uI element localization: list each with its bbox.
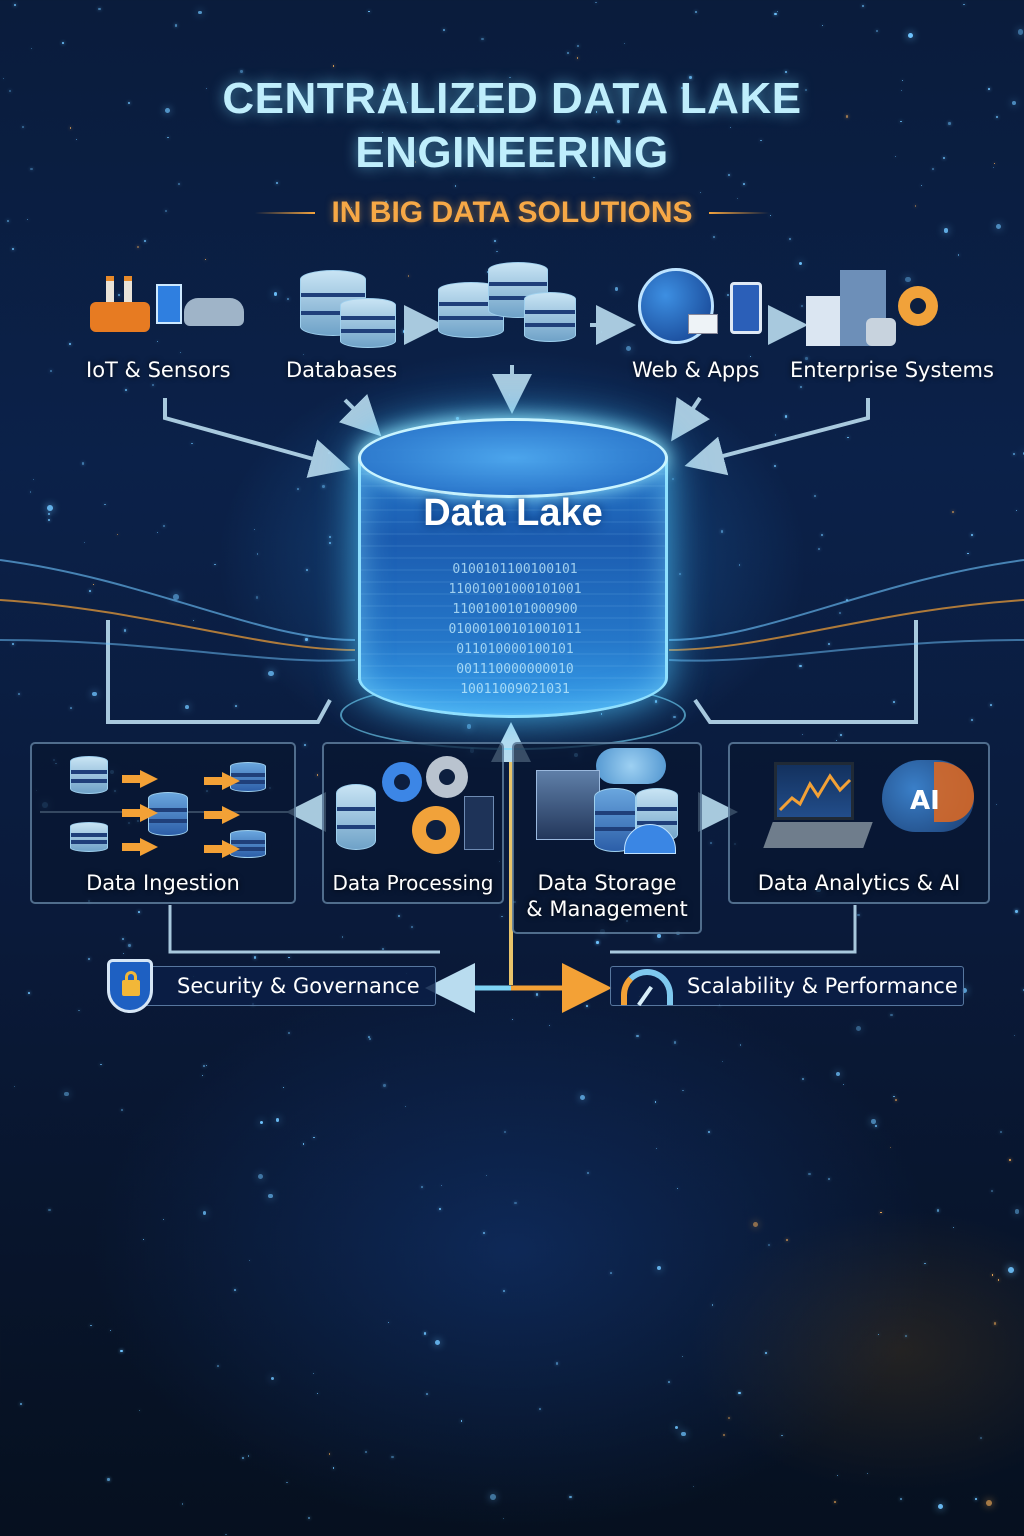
speedometer-icon bbox=[621, 969, 673, 1007]
subtitle-divider-right bbox=[708, 212, 769, 214]
database-icon bbox=[300, 270, 410, 350]
storage-cloud-icon bbox=[532, 748, 692, 858]
title-line-2: ENGINEERING bbox=[355, 128, 669, 177]
database-cluster-icon bbox=[438, 262, 588, 352]
gears-server-icon bbox=[332, 754, 500, 854]
stage-data-ingestion: Data Ingestion bbox=[30, 742, 296, 904]
ai-badge: AI bbox=[910, 786, 940, 816]
stage-data-analytics-ai: AI Data Analytics & AI bbox=[728, 742, 990, 904]
page-title: CENTRALIZED DATA LAKE ENGINEERING bbox=[0, 72, 1024, 180]
title-line-1: CENTRALIZED DATA LAKE bbox=[222, 74, 802, 123]
pillar-label: Scalability & Performance bbox=[687, 974, 958, 998]
stage-label-line-2: & Management bbox=[526, 897, 688, 921]
stage-label-line-1: Data Storage bbox=[537, 871, 677, 895]
shield-lock-icon bbox=[107, 959, 153, 1013]
pillar-security-governance: Security & Governance bbox=[107, 959, 436, 1013]
factory-car-icon bbox=[78, 276, 244, 336]
page-subtitle: IN BIG DATA SOLUTIONS bbox=[331, 196, 693, 229]
subtitle-row: IN BIG DATA SOLUTIONS bbox=[0, 196, 1024, 230]
source-label: Web & Apps bbox=[632, 358, 760, 382]
stage-data-processing: Data Processing bbox=[322, 742, 504, 904]
stage-label: Data Ingestion bbox=[86, 871, 240, 895]
data-lake-cylinder-top bbox=[358, 418, 668, 498]
source-label: Databases bbox=[286, 358, 398, 382]
binary-stream-text: 0100101100100101 11001001000101001 11001… bbox=[448, 562, 582, 697]
laptop-chart-brain-icon: AI bbox=[744, 750, 984, 860]
subtitle-divider-left bbox=[255, 212, 316, 214]
source-label: Enterprise Systems bbox=[790, 358, 994, 382]
stage-label: Data Storage & Management bbox=[514, 870, 700, 922]
stage-label: Data Analytics & AI bbox=[757, 871, 961, 895]
source-label: IoT & Sensors bbox=[86, 358, 231, 382]
stage-label: Data Processing bbox=[332, 871, 494, 895]
building-gear-icon bbox=[806, 262, 956, 352]
pillar-label: Security & Governance bbox=[177, 974, 420, 998]
stage-data-storage: Data Storage & Management bbox=[512, 742, 702, 934]
pillar-scalability-performance: Scalability & Performance bbox=[610, 966, 964, 1007]
globe-tablet-icon bbox=[638, 268, 768, 348]
database-arrows-icon bbox=[62, 756, 272, 858]
data-lake-label: Data Lake bbox=[423, 492, 603, 534]
